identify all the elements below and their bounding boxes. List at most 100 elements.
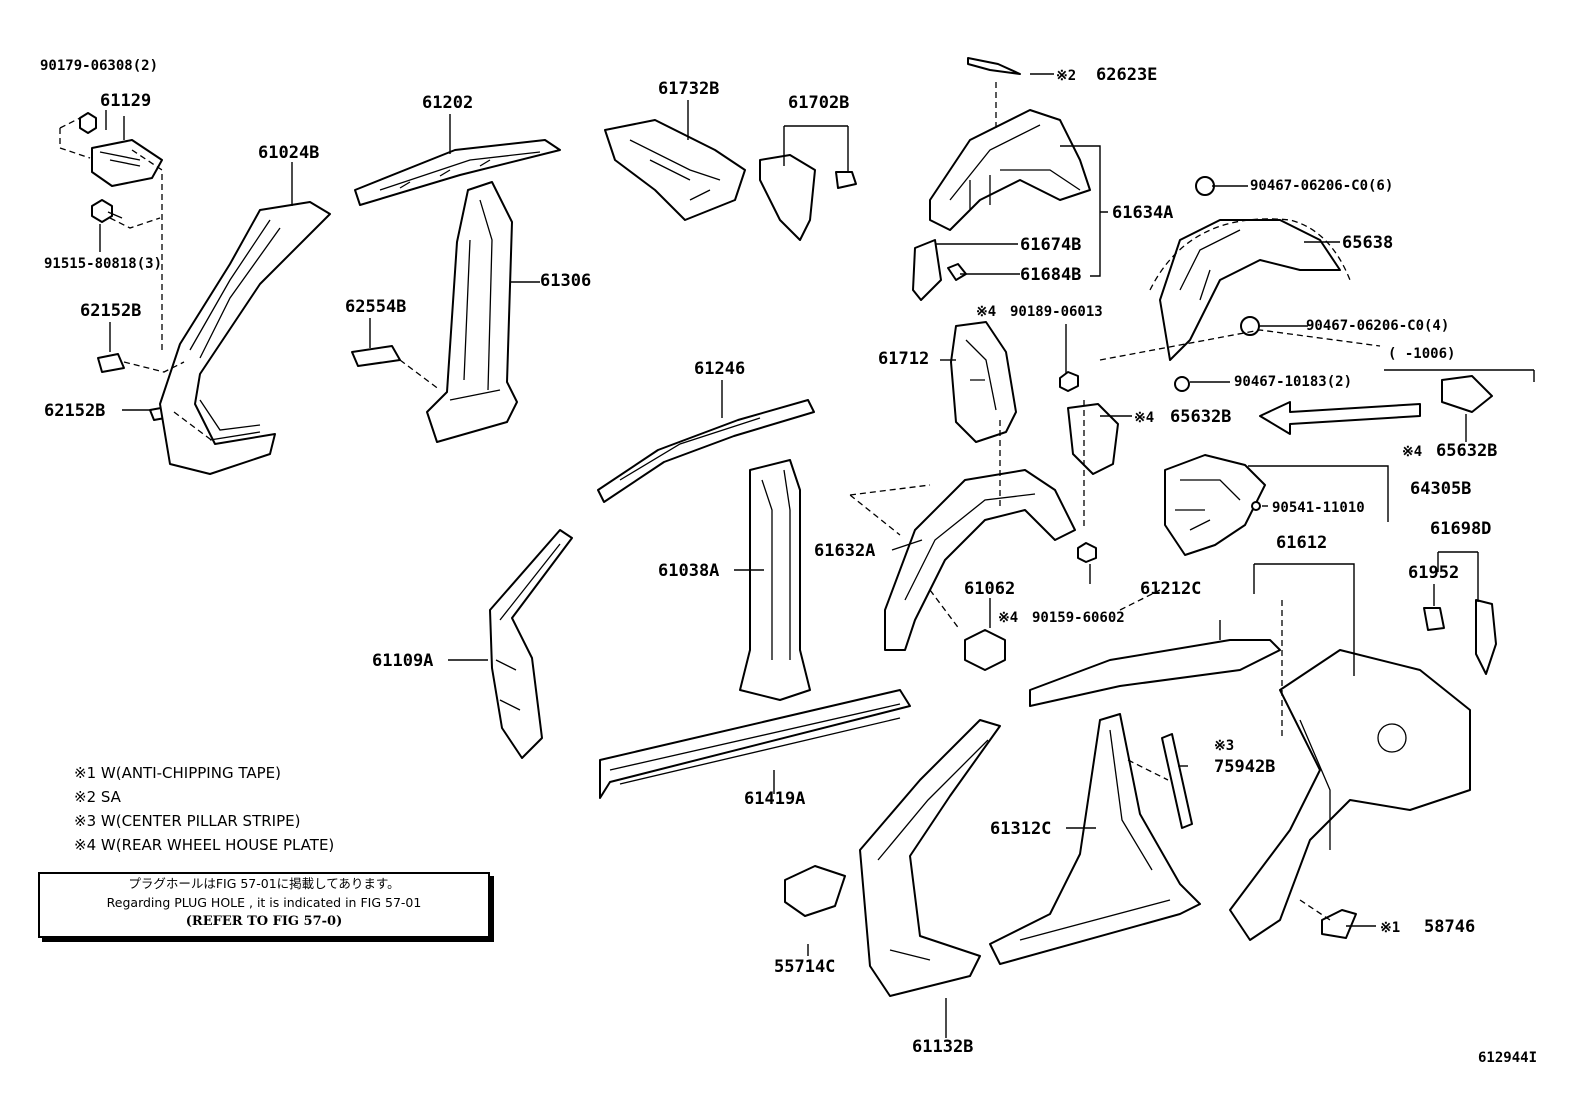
label-61419a: 61419A: [744, 789, 805, 809]
panel-61212c-shape: [1029, 639, 1281, 707]
mark-75942b: ※3: [1214, 738, 1234, 754]
legend: ※1 W(ANTI-CHIPPING TAPE) ※2 SA ※3 W(CENT…: [74, 764, 334, 854]
pillar-61312c-shape: [989, 713, 1201, 965]
label-90159-60602: 90159-60602: [1032, 610, 1125, 626]
rail-61246-shape: [597, 399, 815, 503]
label-61632a: 61632A: [814, 541, 875, 561]
bracket-61674b-shape: [912, 239, 942, 301]
label-55714c: 55714C: [774, 957, 835, 977]
bracket-61062-shape: [964, 629, 1006, 671]
label-61732b: 61732B: [658, 79, 719, 99]
label-90179-06308: 90179-06308(2): [40, 58, 158, 74]
label-65632b: 65632B: [1170, 407, 1231, 427]
clip-61952-shape: [1423, 607, 1445, 631]
label-62152b-lower: 62152B: [44, 401, 105, 421]
plate-65632b-shape: [1067, 403, 1119, 475]
label-61612: 61612: [1276, 533, 1327, 553]
clip-90467-10183-shape: [1174, 376, 1190, 392]
notice-line-en: Regarding PLUG HOLE , it is indicated in…: [106, 895, 422, 910]
arrow-shape: [1259, 401, 1421, 435]
a-pillar-61024b-shape: [159, 201, 331, 475]
label-90467-06206-c0-6: 90467-06206-C0(6): [1250, 178, 1393, 194]
label-62152b-upper: 62152B: [80, 301, 141, 321]
leader-lines: [99, 73, 1479, 1038]
range-bracket: [1384, 369, 1535, 382]
figure-id: 612944I: [1478, 1050, 1537, 1066]
label-61129: 61129: [100, 91, 151, 111]
notice-line-jp: プラグホールはFIG 57-01に掲載してあります。: [128, 876, 400, 891]
legend-line-3: ※3 W(CENTER PILLAR STRIPE): [74, 812, 300, 830]
mark-62623e: ※2: [1056, 68, 1076, 84]
label-61702b: 61702B: [788, 93, 849, 113]
pillar-61132b-shape: [859, 719, 1001, 997]
label-90467-10183: 90467-10183(2): [1234, 374, 1352, 390]
notice-refer: (REFER TO FIG 57-0): [185, 914, 343, 929]
pad-62623e-shape: [967, 57, 1021, 75]
mark-90189-06013: ※4: [976, 304, 996, 320]
label-62623e: 62623E: [1096, 65, 1157, 85]
label-58746: 58746: [1424, 917, 1475, 937]
pad-62554b-shape: [351, 345, 401, 367]
label-61062: 61062: [964, 579, 1015, 599]
bolt-90541-shape: [1251, 501, 1261, 511]
bolt-90159-shape: [1077, 542, 1097, 563]
part-drawings: [79, 57, 1535, 997]
label-64305b: 64305B: [1410, 479, 1471, 499]
nut-90179-shape: [79, 112, 97, 134]
legend-line-1: ※1 W(ANTI-CHIPPING TAPE): [74, 764, 281, 782]
label-61634a: 61634A: [1112, 203, 1173, 223]
label-91515-80818: 91515-80818(3): [44, 256, 162, 272]
label-62554b: 62554B: [345, 297, 406, 317]
bracket-55714c-shape: [784, 865, 846, 917]
legend-line-2: ※2 SA: [74, 788, 122, 806]
mark-58746: ※1: [1380, 920, 1400, 936]
roof-rail-61202-shape: [354, 139, 561, 206]
label-61952: 61952: [1408, 563, 1459, 583]
panel-61712-shape: [950, 321, 1017, 443]
wheel-house-61632a-shape: [884, 469, 1076, 651]
label-90541-11010: 90541-11010: [1272, 500, 1365, 516]
nut-90189-shape: [1059, 371, 1079, 392]
bracket-64305b-shape: [1164, 454, 1266, 556]
clip-61684b-shape: [947, 263, 967, 281]
label-61038a: 61038A: [658, 561, 719, 581]
bolt-91515-shape: [91, 199, 113, 223]
b-pillar-61306-shape: [426, 181, 518, 443]
pad-62152b-upper-shape: [97, 353, 125, 373]
quarter-panel-61612-shape: [1229, 649, 1471, 941]
label-61109a: 61109A: [372, 651, 433, 671]
label-61684b: 61684B: [1020, 265, 1081, 285]
label-61306: 61306: [540, 271, 591, 291]
stripe-75942b-shape: [1161, 733, 1193, 829]
plug-hole-notice: プラグホールはFIG 57-01に掲載してあります。 Regarding PLU…: [38, 872, 490, 938]
range-note: ( -1006): [1388, 346, 1455, 362]
b-pillar-61038a-shape: [739, 459, 811, 701]
label-90189-06013: 90189-06013: [1010, 304, 1103, 320]
mark-65632b: ※4: [1134, 410, 1154, 426]
plate-65632b-alt-shape: [1441, 375, 1493, 413]
label-61698d: 61698D: [1430, 519, 1491, 539]
label-61312c: 61312C: [990, 819, 1051, 839]
part-labels: 90179-06308(2) 61129 91515-80818(3) 6215…: [40, 58, 1497, 1057]
label-61024b: 61024B: [258, 143, 319, 163]
label-90467-06206-c0-4: 90467-06206-C0(4): [1306, 318, 1449, 334]
label-61212c: 61212C: [1140, 579, 1201, 599]
rocker-61419a-shape: [599, 689, 911, 799]
bracket-61698d-shape: [1475, 599, 1497, 675]
panel-61732b-shape: [604, 119, 746, 221]
mark-90159-60602: ※4: [998, 610, 1018, 626]
label-65632b-alt: 65632B: [1436, 441, 1497, 461]
clip-90467-c0-6-shape: [1195, 176, 1215, 196]
label-75942b: 75942B: [1214, 757, 1275, 777]
legend-line-4: ※4 W(REAR WHEEL HOUSE PLATE): [74, 836, 334, 854]
liner-65638-shape: [1159, 219, 1341, 361]
label-61202: 61202: [422, 93, 473, 113]
label-61132b: 61132B: [912, 1037, 973, 1057]
label-65638: 65638: [1342, 233, 1393, 253]
label-61674b: 61674B: [1020, 235, 1081, 255]
bracket-61702b-shape: [759, 154, 816, 241]
label-61712: 61712: [878, 349, 929, 369]
label-61246: 61246: [694, 359, 745, 379]
mark-65632b-alt: ※4: [1402, 444, 1422, 460]
